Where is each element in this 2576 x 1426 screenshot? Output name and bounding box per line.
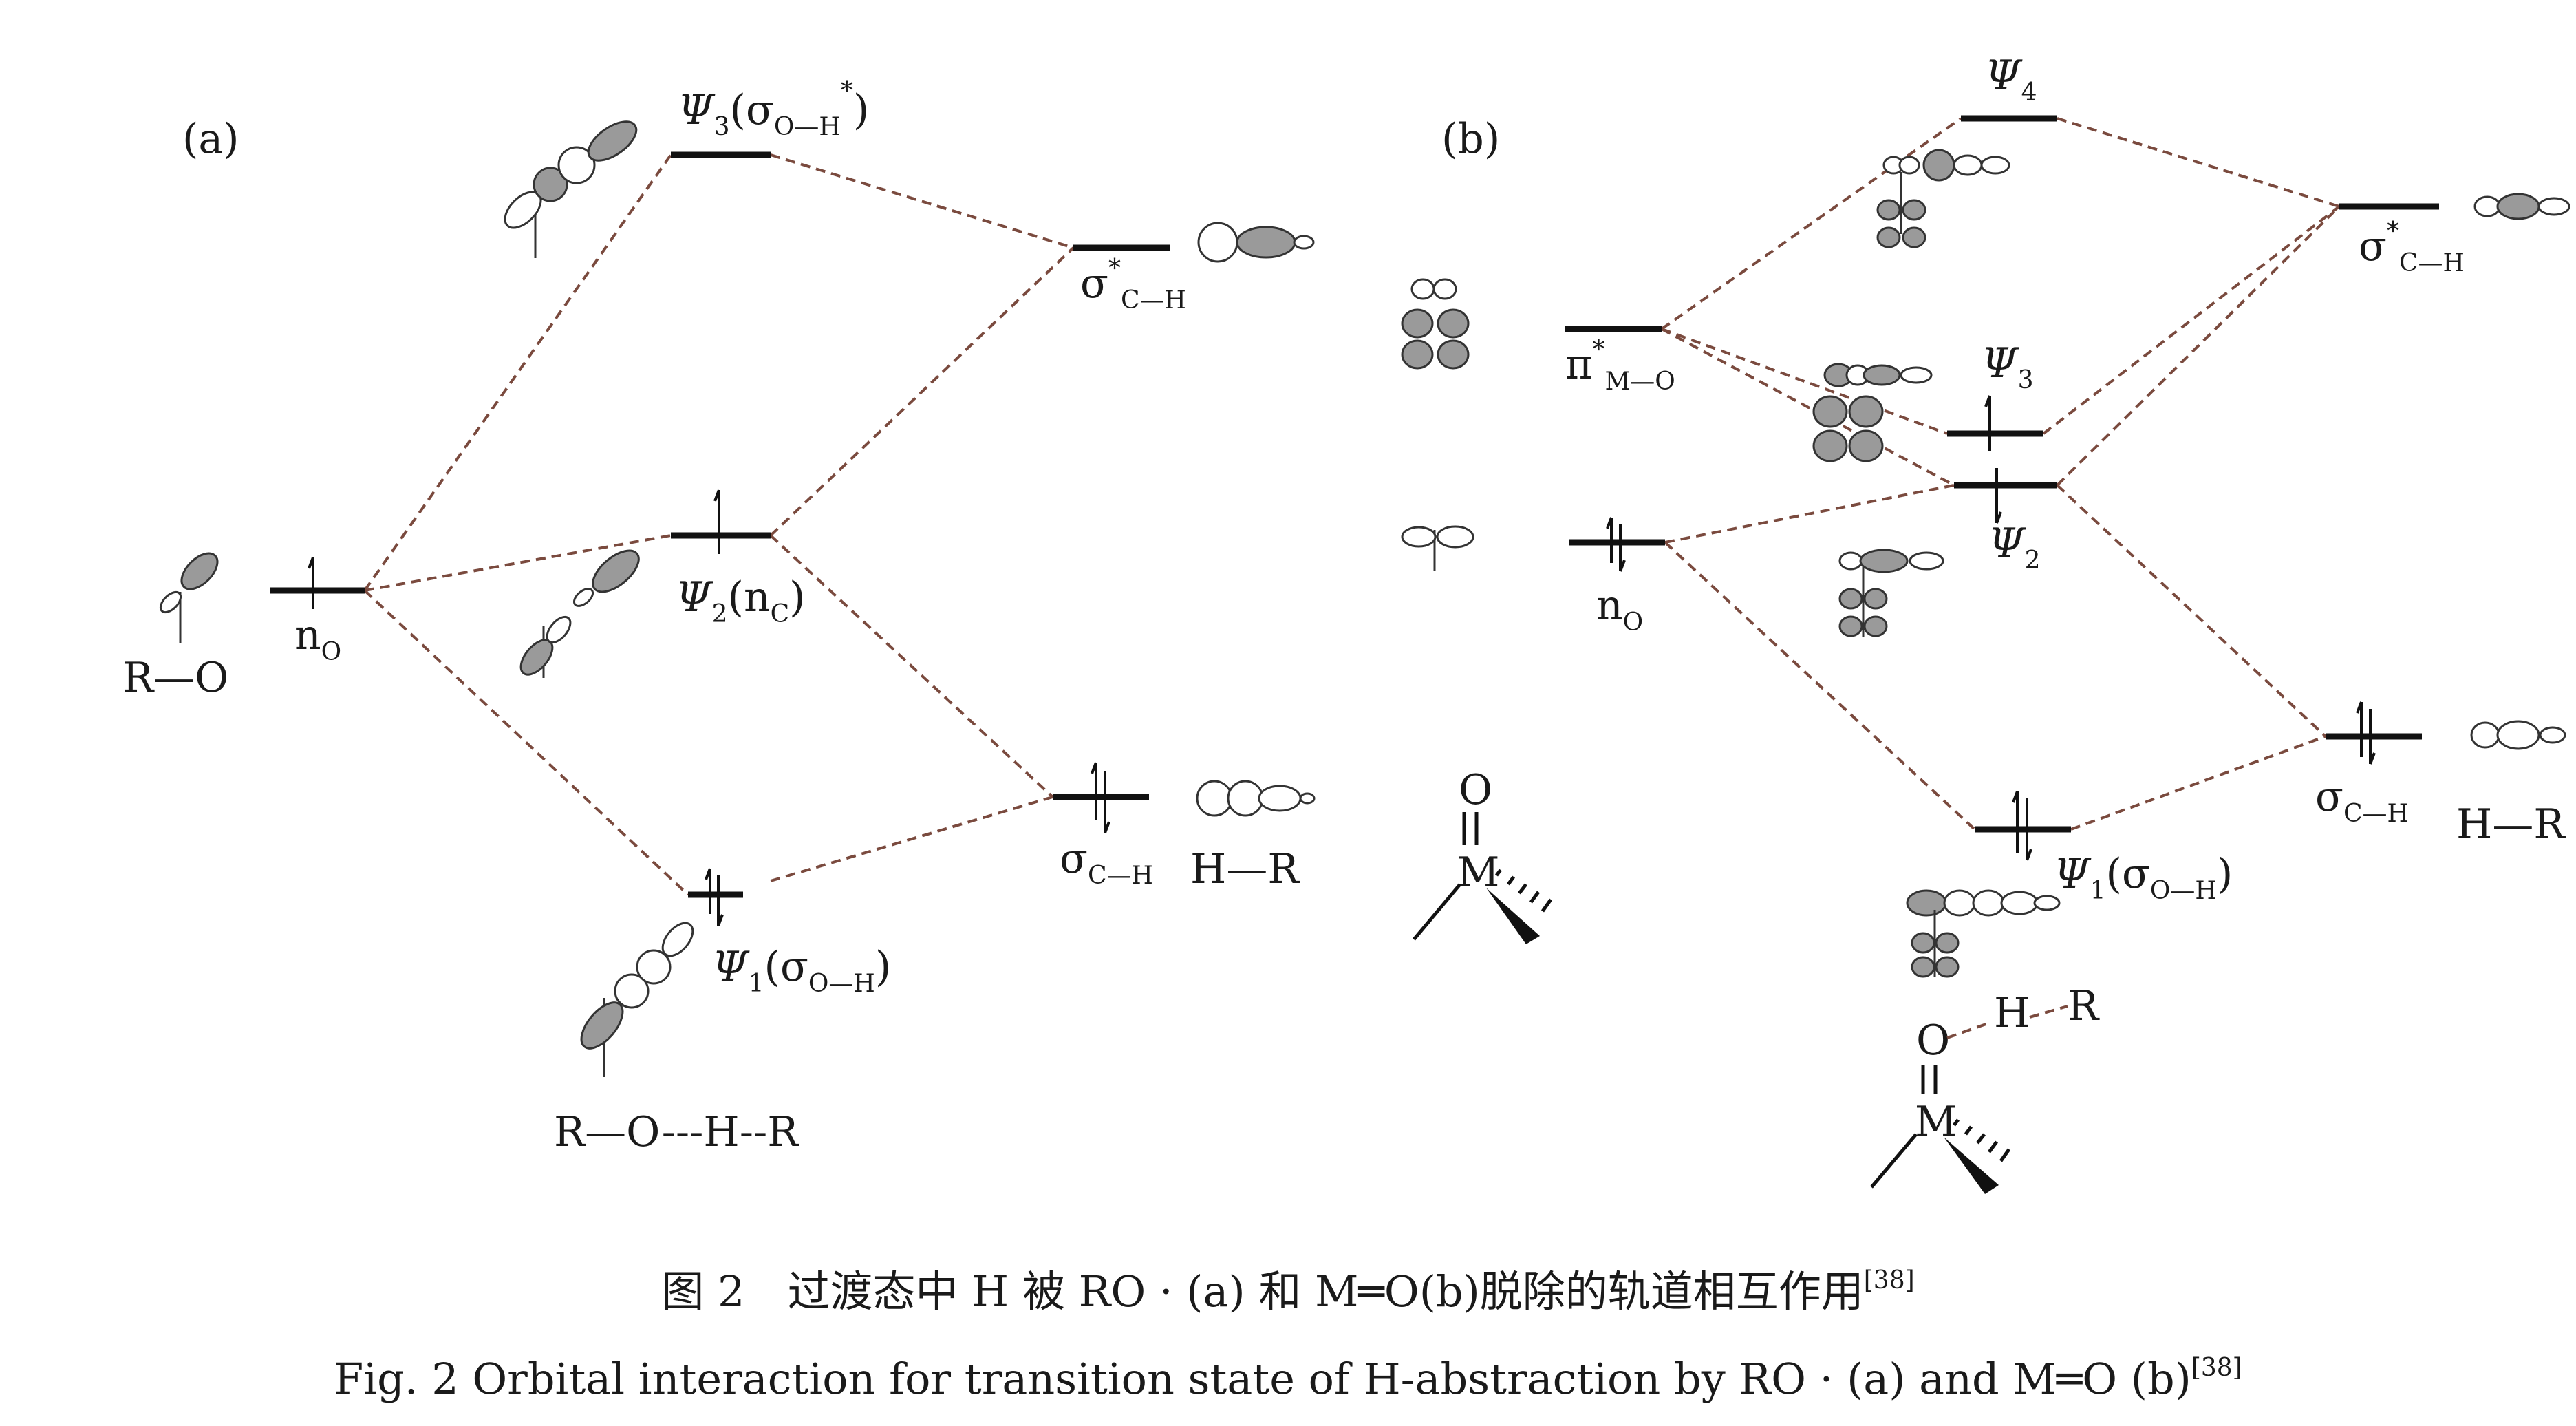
label-psi3-b: Ψ3 — [1982, 339, 2034, 394]
electron-pair-psi1-b — [2012, 791, 2032, 861]
mo-ts-molecule: O H R M — [1870, 982, 2100, 1194]
electron-down-psi2-b — [1995, 468, 2002, 524]
mo-m-atom: M — [1457, 849, 1499, 897]
mo-molecule: O M — [1413, 766, 1553, 944]
orbital-psi2-upper-icon — [572, 549, 640, 607]
panel-a-label: (a) — [182, 115, 239, 163]
orbital-psi1-a-icon — [580, 922, 694, 1077]
label-sigma-star-a: σ*C—H — [1080, 255, 1186, 315]
orbital-psi2-lower-icon — [519, 615, 572, 678]
label-psi1-a: Ψ1(σO—H) — [712, 943, 891, 998]
orbital-pi-star-b-icon — [1401, 278, 1470, 370]
orbital-sigma-b-icon — [2470, 720, 2566, 750]
panel-b-correlation-lines — [1660, 117, 2341, 831]
species-h-r-a: H—R — [1190, 845, 1300, 893]
orbital-psi4-b-icon — [1876, 149, 2010, 248]
label-psi4-b: Ψ4 — [1985, 52, 2037, 107]
ts-wedge-bond — [1944, 1137, 1999, 1194]
orbital-psi3-b-icon — [1812, 363, 1933, 462]
caption-zh: 图 2 过渡态中 H 被 RO · (a) 和 M═O(b)脱除的轨道相互作用[… — [661, 1266, 1914, 1317]
electron-pair-sigma-b — [2356, 701, 2376, 765]
electron-up-psi3-b — [1984, 395, 1991, 451]
electron-pair-n-o-b — [1606, 517, 1626, 572]
orbital-sigma-star-a-icon — [1197, 222, 1315, 263]
orbital-sigma-a-icon — [1196, 780, 1316, 817]
label-n-o-a: nO — [294, 611, 341, 666]
label-sigma-star-b: σ*C—H — [2359, 217, 2465, 277]
species-h-r-b: H—R — [2456, 800, 2566, 849]
electron-up-n-o — [308, 557, 314, 609]
ts-h-atom: H — [1994, 989, 2030, 1037]
electron-up-psi2-a — [713, 489, 720, 554]
caption-en: Fig. 2 Orbital interaction for transitio… — [334, 1354, 2242, 1404]
orbital-r-o-icon — [159, 552, 219, 643]
mo-wedge-bond — [1486, 888, 1540, 944]
label-pi-star-b: π*M—O — [1565, 336, 1675, 396]
species-r-o: R—O — [122, 654, 228, 702]
orbital-psi1-b-icon — [1906, 889, 2061, 978]
mo-o-atom: O — [1459, 766, 1492, 814]
ts-m-atom: M — [1915, 1098, 1957, 1146]
label-psi3-a: Ψ3(σO—H*) — [678, 77, 869, 141]
label-n-o-b: nO — [1596, 582, 1643, 637]
electron-pair-psi1-a — [705, 868, 724, 926]
label-psi2-a: Ψ2(nC) — [676, 573, 806, 628]
label-sigma-b: σC—H — [2315, 773, 2409, 828]
orbital-psi3-icon — [504, 120, 638, 258]
ts-r-atom: R — [2068, 982, 2100, 1030]
label-sigma-a: σC—H — [1060, 835, 1153, 890]
panel-a-correlation-lines — [363, 153, 1075, 896]
orbital-n-o-b-icon — [1401, 525, 1474, 571]
panel-b-label: (b) — [1441, 115, 1500, 163]
species-ts-a: R—O---H--R — [554, 1108, 799, 1156]
ts-o-atom: O — [1916, 1017, 1950, 1065]
orbital-sigma-star-b-icon — [2473, 193, 2570, 220]
electron-pair-sigma-a — [1091, 762, 1110, 833]
label-psi2-b: Ψ2 — [1988, 520, 2041, 575]
label-psi1-b: Ψ1(σO—H) — [2054, 850, 2233, 905]
orbital-psi2-b-icon — [1838, 549, 1944, 637]
